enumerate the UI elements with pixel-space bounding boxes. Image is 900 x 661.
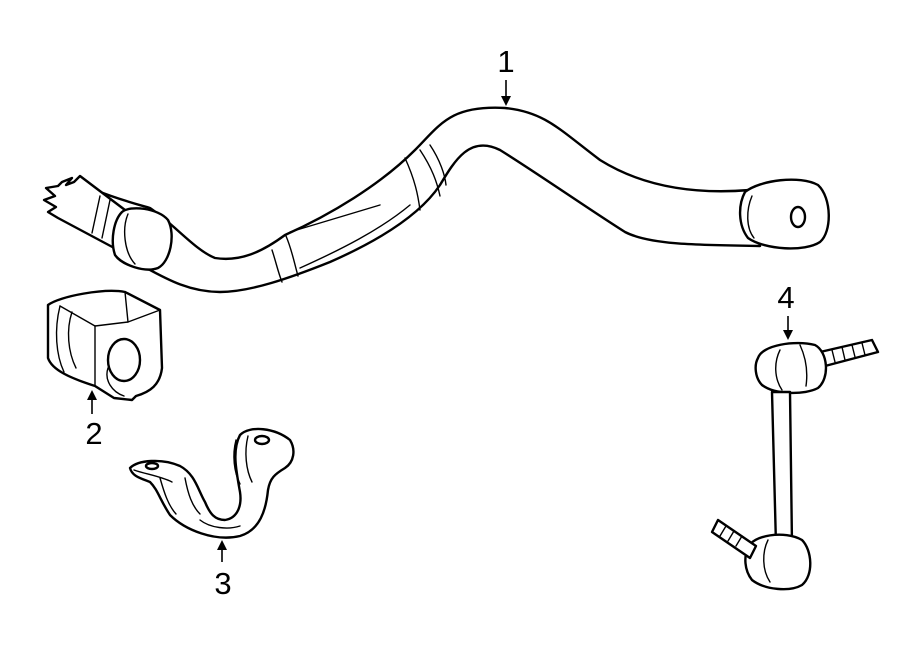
stabilizer-bar-icon[interactable] xyxy=(42,106,830,294)
stabilizer-link-icon[interactable] xyxy=(710,338,880,591)
bracket-clamp-icon[interactable] xyxy=(128,427,295,539)
callout-1: 1 xyxy=(497,44,514,79)
leader-4 xyxy=(783,316,793,340)
callout-3: 3 xyxy=(214,566,231,601)
bushing-icon[interactable] xyxy=(46,289,164,402)
callout-2: 2 xyxy=(85,416,102,451)
callout-4: 4 xyxy=(777,280,794,315)
leader-3 xyxy=(217,540,227,562)
leader-2 xyxy=(87,390,97,414)
leader-1 xyxy=(501,80,511,106)
